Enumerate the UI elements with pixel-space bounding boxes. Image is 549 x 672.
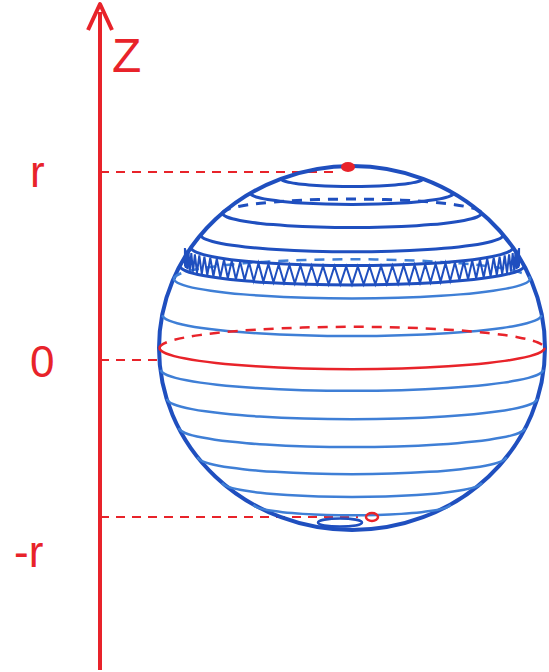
guide-line <box>100 359 158 361</box>
latitude-back <box>159 327 545 348</box>
latitude-line <box>160 370 543 391</box>
latitude-line <box>254 505 451 516</box>
latitude-line <box>191 248 513 266</box>
latitude-line <box>281 179 423 187</box>
latitude-line <box>201 235 504 252</box>
tick-label: 0 <box>30 340 54 384</box>
tick-label: -r <box>14 530 43 574</box>
latitude-line <box>222 483 482 497</box>
latitude-line <box>222 213 482 227</box>
latitude-line <box>179 428 526 447</box>
latitude-line <box>198 457 507 474</box>
latitude-back <box>222 199 482 213</box>
tick-label: r <box>30 150 45 194</box>
axis-label: Z <box>112 32 141 80</box>
latitude-line <box>318 519 362 527</box>
axis-arrowhead <box>88 4 112 30</box>
sphere-outline <box>159 166 545 530</box>
south-pole-mark <box>366 513 378 521</box>
latitude-line <box>180 266 525 285</box>
latitude-line <box>167 399 538 419</box>
z-axis <box>98 12 102 670</box>
north-pole-dot <box>341 162 355 172</box>
guide-line <box>100 516 358 518</box>
latitude-line <box>159 348 545 369</box>
